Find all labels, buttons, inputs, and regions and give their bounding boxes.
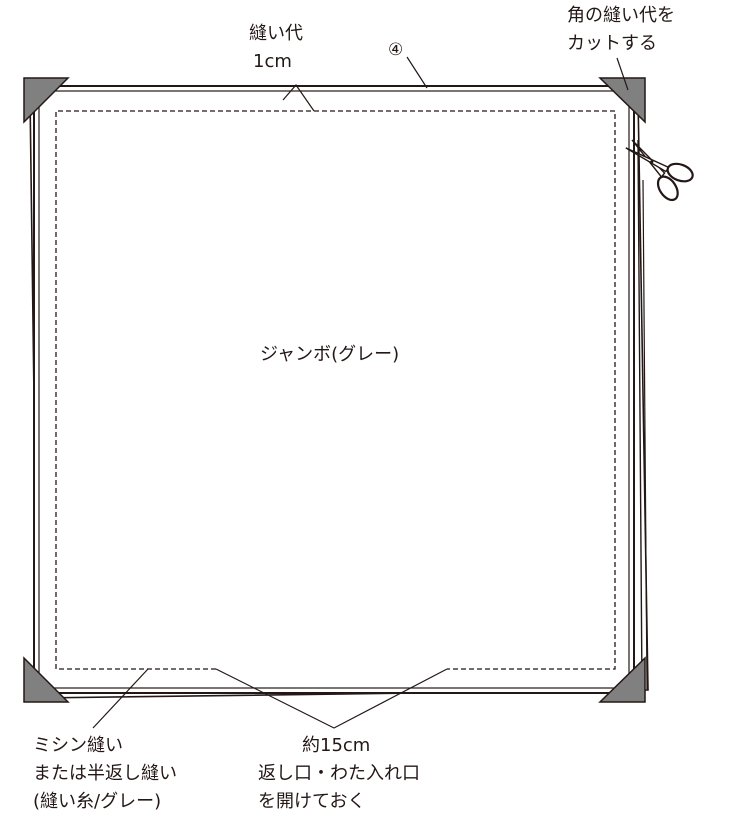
step-number: ④ xyxy=(388,40,404,60)
stitching-label-line1: ミシン縫い xyxy=(33,735,123,756)
leader-step-number xyxy=(406,56,428,89)
corner-cut-bottom-right xyxy=(598,656,646,703)
leader-seam-allowance xyxy=(282,84,315,112)
corner-cut-label-line2: カットする xyxy=(567,33,657,54)
corner-cut-top-left xyxy=(23,77,70,124)
opening-label-line1: 約15cm xyxy=(302,735,371,756)
fabric-inner-edge xyxy=(38,90,630,689)
fabric-name-label: ジャンボ(グレー) xyxy=(260,344,400,365)
opening-label-line2: 返し口・わた入れ口 xyxy=(258,763,420,784)
stitching-label-line2: または半返し縫い xyxy=(33,763,177,784)
fabric-right-layer-1 xyxy=(637,139,643,691)
stitching-label-line3: (縫い糸/グレー) xyxy=(33,791,162,812)
seam-allowance-label-line1: 縫い代 xyxy=(249,23,303,44)
opening-label: 約15cm 返し口・わた入れ口 を開けておく xyxy=(258,732,420,816)
leader-corner-cut xyxy=(616,57,629,91)
leader-stitching xyxy=(92,668,149,729)
opening-label-line3: を開けておく xyxy=(258,791,366,812)
seam-allowance-label-line2: 1cm xyxy=(253,51,292,72)
corner-cut-label: 角の縫い代を カットする xyxy=(567,2,675,58)
scissors-icon xyxy=(625,139,694,202)
fabric-outer-edge xyxy=(33,85,635,694)
seam-allowance-label: 縫い代 1cm xyxy=(249,20,303,76)
fabric-right-layer-2 xyxy=(642,179,648,691)
corner-cut-label-line1: 角の縫い代を xyxy=(567,5,675,26)
leader-opening xyxy=(215,668,448,729)
corner-cut-bottom-left xyxy=(23,656,70,703)
stitching-label: ミシン縫い または半返し縫い (縫い糸/グレー) xyxy=(33,732,177,816)
corner-cut-top-right xyxy=(598,77,646,124)
